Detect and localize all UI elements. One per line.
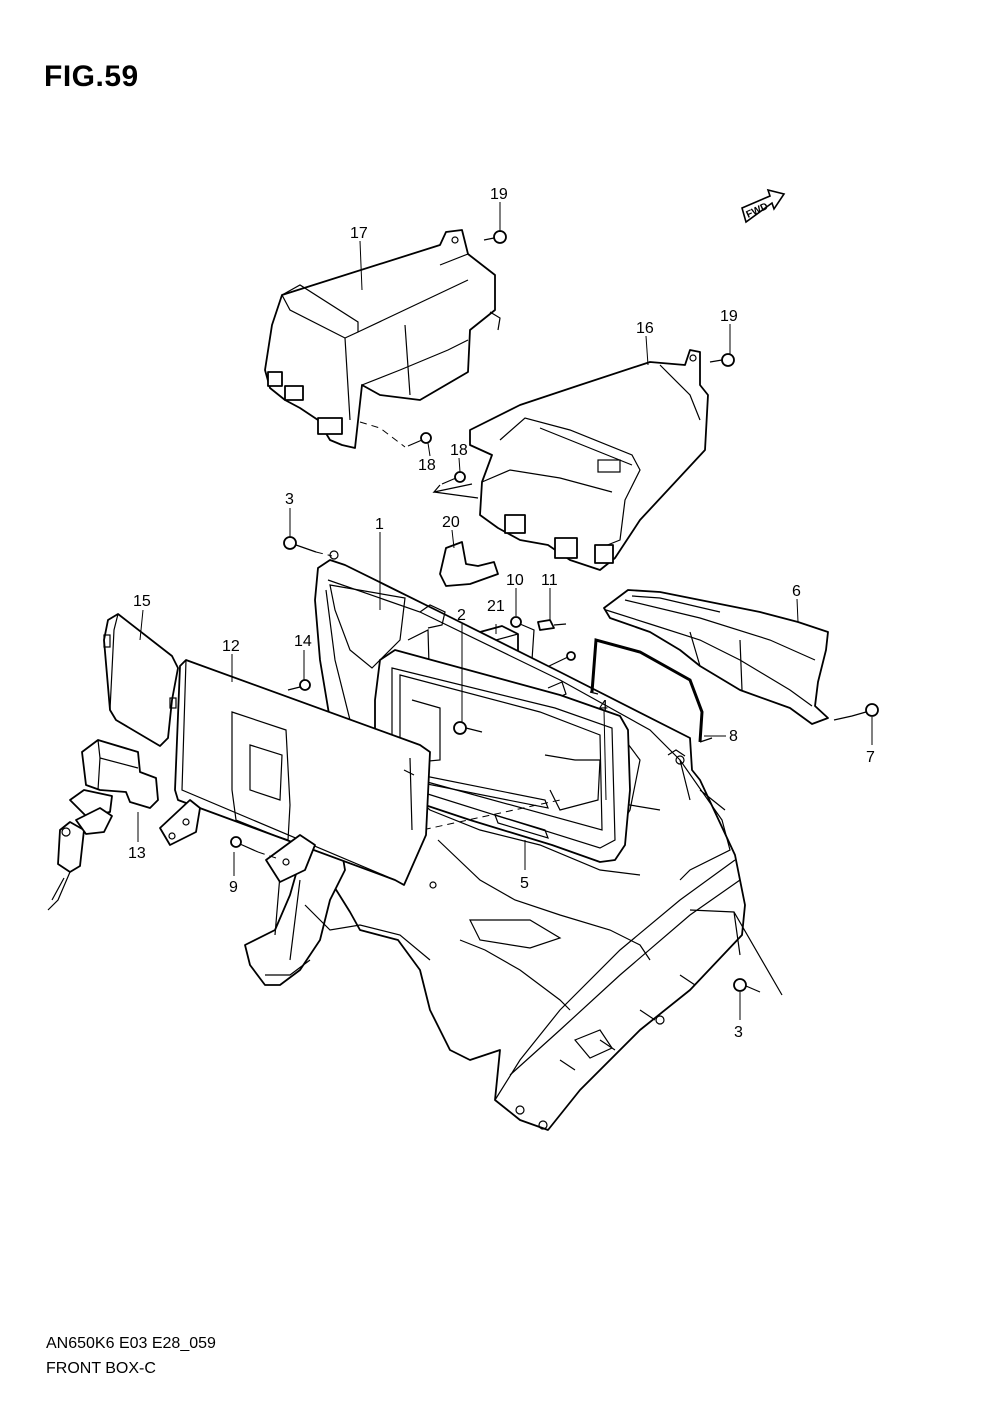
callout-1: 1: [375, 516, 384, 533]
screw-14: [287, 679, 311, 691]
callout-11: 11: [541, 572, 558, 589]
callout-14: 14: [294, 633, 312, 650]
fwd-label: FWD: [745, 201, 770, 221]
diagram-name: FRONT BOX-C: [46, 1360, 156, 1377]
callout-16: 16: [636, 320, 654, 337]
part-16-duct: [469, 349, 709, 571]
diagram-code: AN650K6 E03 E28_059: [46, 1335, 216, 1352]
screw-18-right: [432, 471, 479, 499]
part-15-panel: [103, 613, 179, 747]
screw-9: [230, 836, 277, 859]
callout-18a: 18: [418, 457, 436, 474]
part-17-duct: [264, 229, 501, 449]
part-11-screw: [537, 619, 567, 631]
part-8-rod: [589, 638, 713, 743]
part-6-cover: [603, 589, 829, 725]
part-20-bracket: [439, 541, 499, 587]
part-13-lock: [47, 739, 159, 911]
callout-21: 21: [487, 598, 505, 615]
callout-3b: 3: [734, 1024, 743, 1041]
lower-left-bracket: [244, 839, 431, 986]
callout-17: 17: [350, 225, 368, 242]
part-2-bolt: [453, 721, 483, 735]
part-12-lid: [174, 659, 431, 886]
part-7-screw: [833, 703, 879, 721]
callout-19a: 19: [490, 186, 508, 203]
callout-5: 5: [520, 875, 529, 892]
callout-7: 7: [866, 749, 875, 766]
callout-15: 15: [133, 593, 151, 610]
screw-3-upper: [283, 536, 333, 557]
figure-title: FIG.59: [44, 60, 139, 93]
callout-4: 4: [599, 698, 608, 715]
callout-9: 9: [229, 879, 238, 896]
callout-13: 13: [128, 845, 146, 862]
screw-19-upper: [483, 230, 507, 244]
screw-19-right: [709, 353, 735, 367]
callout-12: 12: [222, 638, 240, 655]
callout-3a: 3: [285, 491, 294, 508]
fwd-arrow-icon: FWD: [741, 188, 786, 224]
callout-6: 6: [792, 583, 801, 600]
screw-3-lower: [689, 909, 783, 996]
callout-19b: 19: [720, 308, 738, 325]
callout-20: 20: [442, 514, 460, 531]
screw-18-left: [359, 421, 432, 448]
lid-hinge: [159, 799, 316, 883]
callout-2: 2: [457, 607, 466, 624]
part-10-wire: [510, 616, 576, 669]
callout-10: 10: [506, 572, 524, 589]
callout-8: 8: [729, 728, 738, 745]
callout-18b: 18: [450, 442, 468, 459]
leader-lines: [137, 202, 873, 1020]
